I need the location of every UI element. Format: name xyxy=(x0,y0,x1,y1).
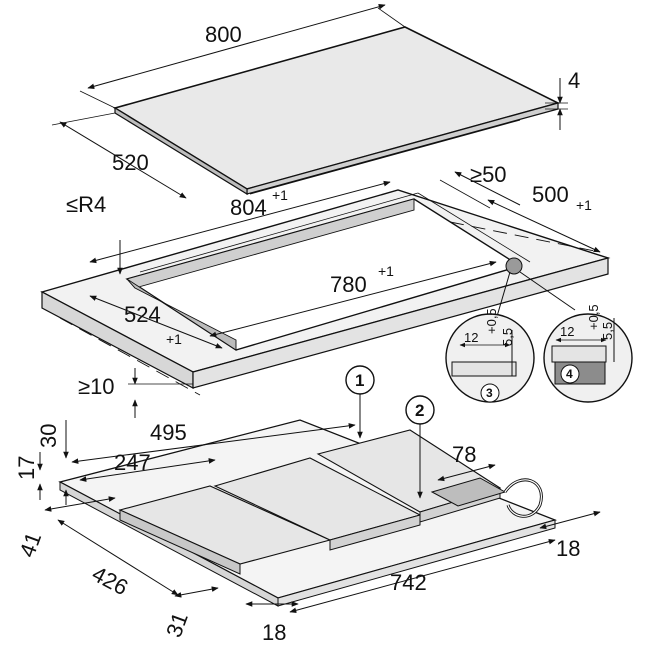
svg-text:+1: +1 xyxy=(576,197,592,213)
svg-text:800: 800 xyxy=(205,22,242,47)
svg-text:18: 18 xyxy=(262,620,286,645)
svg-text:+0,5: +0,5 xyxy=(586,304,601,330)
svg-text:4: 4 xyxy=(568,68,580,93)
svg-text:18: 18 xyxy=(556,536,580,561)
svg-text:30: 30 xyxy=(36,424,61,448)
hob-underside xyxy=(58,419,558,607)
svg-text:17: 17 xyxy=(14,456,39,480)
svg-text:+1: +1 xyxy=(272,187,288,203)
dim-17: 17 xyxy=(14,452,43,500)
dim-780: 780 +1 xyxy=(209,260,497,338)
dim-min-50: ≥50 xyxy=(439,162,521,209)
dim-500: 500 +1 xyxy=(487,182,601,253)
svg-text:31: 31 xyxy=(161,609,193,641)
svg-text:+1: +1 xyxy=(166,331,182,347)
dim-804: 804 +1 xyxy=(89,180,391,264)
svg-text:4: 4 xyxy=(566,367,573,381)
svg-text:804: 804 xyxy=(230,195,267,220)
svg-text:426: 426 xyxy=(88,561,132,600)
svg-text:12: 12 xyxy=(560,324,574,339)
svg-text:495: 495 xyxy=(150,420,187,445)
svg-text:1: 1 xyxy=(355,371,364,390)
dim-495: 495 xyxy=(71,420,356,464)
svg-text:2: 2 xyxy=(415,401,424,420)
dim-31: 31 xyxy=(161,586,219,641)
svg-text:+0,5: +0,5 xyxy=(484,308,499,334)
dim-247: 247 xyxy=(79,450,216,482)
svg-text:41: 41 xyxy=(14,529,46,561)
dim-800: 800 xyxy=(79,3,406,109)
callout-1: 1 xyxy=(345,365,375,439)
svg-text:520: 520 xyxy=(112,150,149,175)
svg-text:≥10: ≥10 xyxy=(78,374,115,399)
callout-2: 2 xyxy=(405,395,435,499)
svg-text:500: 500 xyxy=(532,182,569,207)
svg-text:78: 78 xyxy=(452,442,476,467)
svg-text:5,5: 5,5 xyxy=(500,328,515,346)
svg-text:742: 742 xyxy=(390,570,427,595)
dim-18-right: 18 xyxy=(539,510,601,561)
dim-742: 742 xyxy=(289,538,556,614)
detail-4: 12 +0,5 5,5 4 xyxy=(543,304,633,403)
svg-text:+1: +1 xyxy=(378,263,394,279)
svg-text:524: 524 xyxy=(124,302,161,327)
dim-4: 4 xyxy=(545,68,580,130)
dim-524: 524 +1 xyxy=(89,295,223,349)
svg-text:247: 247 xyxy=(114,450,151,475)
svg-text:12: 12 xyxy=(464,330,478,345)
svg-text:≥50: ≥50 xyxy=(470,162,507,187)
detail-3: 12 +0,5 5,5 3 xyxy=(445,308,535,403)
dim-18-bottom: 18 xyxy=(245,601,299,645)
dim-min-10: ≥10 xyxy=(78,368,193,418)
svg-text:3: 3 xyxy=(486,386,493,400)
svg-text:5,5: 5,5 xyxy=(600,322,615,340)
dim-78: 78 xyxy=(437,442,496,482)
svg-text:780: 780 xyxy=(330,272,367,297)
svg-text:≤R4: ≤R4 xyxy=(66,192,106,217)
